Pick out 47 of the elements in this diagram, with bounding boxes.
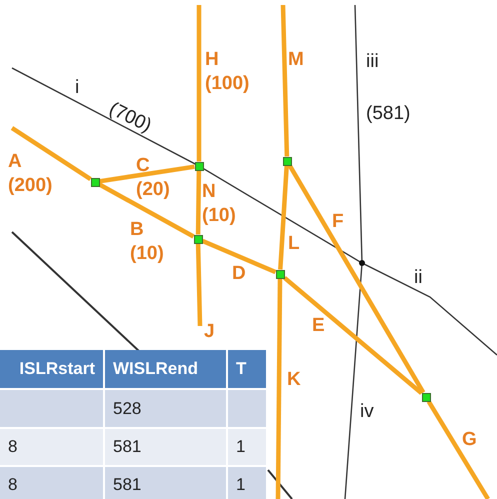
table-cell: 8 <box>0 467 103 499</box>
road-segment <box>10 126 92 181</box>
table-cell: 581 <box>105 429 226 465</box>
road-segment <box>278 165 289 270</box>
table-cell: 1 <box>228 429 266 465</box>
line-label: iv <box>360 402 374 421</box>
junction-square <box>276 270 284 278</box>
table-cell: 528 <box>105 390 226 427</box>
edge-label: N (10) <box>202 180 237 228</box>
line-label: i <box>75 78 80 97</box>
road-segment <box>276 278 282 499</box>
edge-label: H (100) <box>205 48 250 96</box>
road-segment <box>288 164 426 394</box>
line-value: (581) <box>366 104 410 123</box>
road-segment <box>283 276 423 395</box>
line-label: ii <box>414 268 422 287</box>
edge-label: K <box>287 368 302 392</box>
header-cell: WISLRend <box>105 350 226 388</box>
junction-square <box>422 392 430 402</box>
road-segment <box>196 5 202 162</box>
header-cell: ISLRstart <box>0 350 103 388</box>
edge-label: G <box>462 428 478 452</box>
edge-label: L <box>288 232 301 256</box>
road-segment <box>98 182 195 238</box>
junction-square <box>282 156 292 166</box>
edge-label: A (200) <box>8 150 54 198</box>
line-label: iii <box>366 52 379 71</box>
junction-square <box>90 178 100 186</box>
edge-label: J <box>204 320 216 344</box>
table-cell: 581 <box>105 467 226 499</box>
junction-square <box>194 234 202 244</box>
road-segment <box>196 243 202 326</box>
table-cell: 1 <box>228 467 266 499</box>
road-segment <box>99 164 195 184</box>
edge-label: E <box>312 314 326 338</box>
line-value: (700) <box>106 99 154 136</box>
road-segment <box>280 4 290 157</box>
table-cell: 8 <box>0 429 103 465</box>
edge-label: D <box>232 262 247 286</box>
road-segment <box>202 238 276 274</box>
edge-label: M <box>288 48 305 72</box>
junction-square <box>194 162 204 170</box>
road-segment <box>426 400 490 499</box>
road-segment <box>196 170 202 235</box>
edge-label: C (20) <box>136 154 171 202</box>
header-cell: T <box>228 350 266 388</box>
edge-label: F <box>332 210 345 234</box>
